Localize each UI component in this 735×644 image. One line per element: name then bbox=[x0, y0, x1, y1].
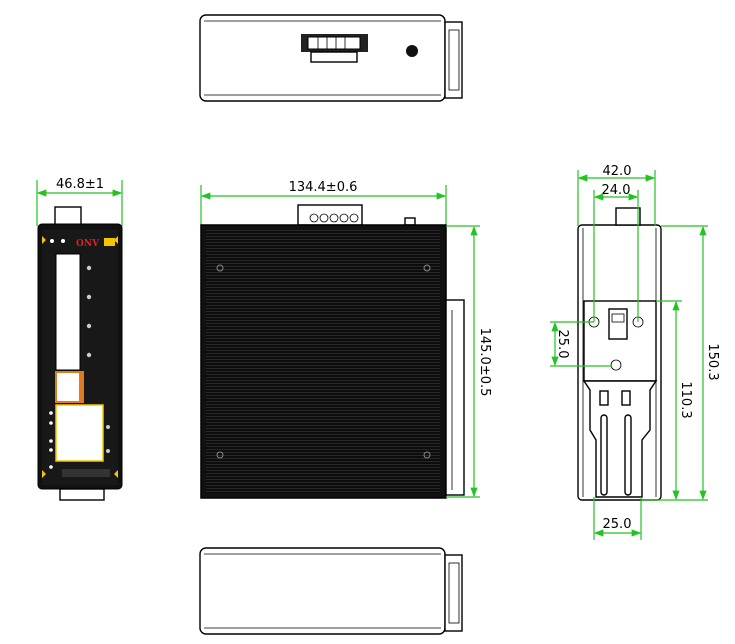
rj45-ports bbox=[55, 404, 104, 462]
side-view: 134.4±0.6 145.0±0.5 bbox=[200, 180, 492, 499]
brand-logo: ONV bbox=[76, 239, 100, 249]
dim-rear-width: 42.0 bbox=[603, 164, 632, 179]
power-connector bbox=[54, 206, 82, 226]
sfp-ports bbox=[55, 253, 81, 371]
model-label bbox=[62, 469, 110, 477]
dim-rear-rail-height: 110.3 bbox=[678, 381, 693, 418]
dim-rear-clip-width: 25.0 bbox=[603, 517, 632, 532]
top-view bbox=[199, 14, 463, 102]
dim-front-width: 46.8±1 bbox=[56, 177, 104, 192]
dim-side-length: 134.4±0.6 bbox=[289, 180, 358, 195]
dim-side-height: 145.0±0.5 bbox=[477, 328, 492, 397]
dim-rear-hole-spacing: 24.0 bbox=[602, 183, 631, 198]
rear-view: 42.0 24.0 25.0 110.3 150.3 25.0 bbox=[550, 164, 720, 540]
console-port bbox=[55, 371, 84, 403]
front-view: 46.8±1 ONV bbox=[36, 177, 123, 501]
brand-badge bbox=[104, 238, 115, 246]
din-clip-side bbox=[445, 299, 465, 496]
terminal-block bbox=[301, 34, 368, 63]
ground-screw bbox=[406, 45, 418, 57]
dim-rear-total-height: 150.3 bbox=[705, 343, 720, 380]
mounting-screws bbox=[216, 264, 431, 459]
din-clip-bottom bbox=[59, 488, 105, 501]
dim-rear-hole-vertical: 25.0 bbox=[555, 330, 570, 359]
bottom-view bbox=[199, 547, 463, 635]
din-clip bbox=[444, 21, 463, 99]
